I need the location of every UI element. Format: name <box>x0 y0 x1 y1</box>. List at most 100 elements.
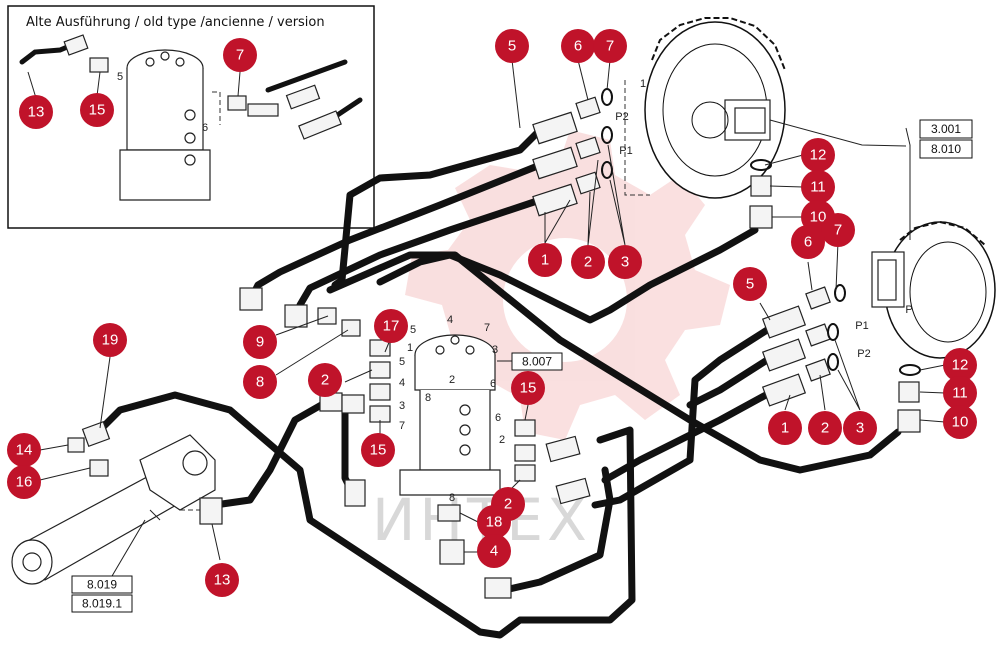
reference-boxes: 3.001 8.010 8.007 8.019 8.019.1 <box>71 119 973 613</box>
callout-badge-16: 16 <box>7 465 41 499</box>
callout-label: 11 <box>810 179 826 196</box>
callout-label: 12 <box>810 147 827 164</box>
svg-text:7: 7 <box>236 47 244 64</box>
swivel-side-port-6: 6 <box>495 412 501 424</box>
callout-label: 1 <box>781 420 789 437</box>
callout-circle <box>477 505 511 539</box>
inset-port-5: 5 <box>117 71 123 83</box>
ref-8-010: 8.010 <box>931 142 961 156</box>
callout-label: 19 <box>102 332 119 349</box>
inset-title: Alte Ausführung / old type /ancienne / v… <box>26 15 325 30</box>
callout-badge-1: 1 <box>768 411 802 445</box>
motor-right-port-p2: P2 <box>857 348 870 360</box>
callout-label: 5 <box>508 38 516 55</box>
rotary-swivel-joint: 5 4 7 1 3 2 8 6 5 4 3 7 6 2 8 <box>399 314 505 504</box>
callout-circle <box>361 433 395 467</box>
callout-circle <box>511 371 545 405</box>
inset-callout-7: 7 <box>223 38 257 97</box>
motor-top-port-p1: P1 <box>619 145 632 157</box>
motor-top-port-1: 1 <box>640 78 646 90</box>
callout-badge-4: 4 <box>477 534 511 568</box>
motor-right-port-p1: P1 <box>855 320 868 332</box>
callout-circle <box>243 325 277 359</box>
swivel-side-port-8: 8 <box>449 492 455 504</box>
callout-badge-11: 11 <box>801 170 835 204</box>
callout-circle <box>205 563 239 597</box>
inset-callout-15: 15 <box>80 71 114 127</box>
callout-circle <box>733 267 767 301</box>
callout-circle <box>843 411 877 445</box>
callout-badge-11: 11 <box>943 376 977 410</box>
swivel-top-port-4: 4 <box>447 314 453 326</box>
inset-callout-13: 13 <box>19 71 53 129</box>
inset-port-6: 6 <box>202 122 208 134</box>
callout-circle <box>768 411 802 445</box>
callout-badge-5: 5 <box>495 29 529 63</box>
callout-badge-2: 2 <box>571 245 605 279</box>
svg-text:13: 13 <box>28 104 45 121</box>
callout-label: 15 <box>520 380 537 397</box>
callout-label: 7 <box>606 38 614 55</box>
motor-right-port-p: P <box>905 304 912 316</box>
callout-badge-12: 12 <box>943 348 977 382</box>
callout-circle <box>374 309 408 343</box>
callout-badge-9: 9 <box>243 325 277 359</box>
callout-label: 3 <box>856 420 864 437</box>
callout-circle <box>561 29 595 63</box>
swivel-side-port-2: 2 <box>499 434 505 446</box>
callout-label: 4 <box>490 543 498 560</box>
drive-motor-upper: 1 P2 P1 <box>615 17 786 199</box>
callout-label: 11 <box>952 385 968 402</box>
callout-badge-7: 7 <box>821 213 855 247</box>
callout-label: 2 <box>821 420 829 437</box>
callout-circle <box>477 534 511 568</box>
motor-top-port-p2: P2 <box>615 111 628 123</box>
callout-label: 16 <box>16 474 33 491</box>
callout-circle <box>308 363 342 397</box>
callout-circle <box>7 465 41 499</box>
callout-label: 10 <box>952 414 969 431</box>
callout-label: 6 <box>804 234 812 251</box>
callout-badge-14: 14 <box>7 433 41 467</box>
swivel-side-port-7: 7 <box>399 420 405 432</box>
callout-label: 9 <box>256 334 264 351</box>
callout-badge-8: 8 <box>243 365 277 399</box>
callout-circle <box>7 433 41 467</box>
callout-circle <box>808 411 842 445</box>
callout-label: 12 <box>952 357 969 374</box>
ref-8-019-1: 8.019.1 <box>82 597 122 611</box>
callout-badge-12: 12 <box>801 138 835 172</box>
callout-circle <box>801 170 835 204</box>
callout-label: 2 <box>584 254 592 271</box>
callout-badge-1: 1 <box>528 243 562 277</box>
callout-circle <box>943 405 977 439</box>
swivel-top-port-1: 1 <box>407 342 413 354</box>
hydraulic-cylinder <box>11 434 216 585</box>
callout-label: 13 <box>214 572 231 589</box>
callout-circle <box>791 225 825 259</box>
swivel-top-port-2: 2 <box>449 374 455 386</box>
callout-circle <box>243 365 277 399</box>
callout-circle <box>571 245 605 279</box>
swivel-side-port-4: 4 <box>399 377 405 389</box>
fittings <box>67 88 921 599</box>
callout-label: 5 <box>746 276 754 293</box>
callout-label: 2 <box>504 496 512 513</box>
callout-circle <box>943 348 977 382</box>
callout-label: 14 <box>16 442 33 459</box>
callout-label: 2 <box>321 372 329 389</box>
callout-circle <box>528 243 562 277</box>
callout-badge-6: 6 <box>561 29 595 63</box>
swivel-top-port-5: 5 <box>410 324 416 336</box>
callout-badge-6: 6 <box>791 225 825 259</box>
callout-badge-18: 18 <box>477 505 511 539</box>
callout-label: 18 <box>486 514 503 531</box>
callout-label: 7 <box>834 222 842 239</box>
callout-label: 17 <box>383 318 400 335</box>
callout-circle <box>943 376 977 410</box>
drive-motor-lower: P P1 P2 <box>855 220 996 360</box>
callout-circle <box>801 138 835 172</box>
callout-circle <box>495 29 529 63</box>
callout-label: 3 <box>621 254 629 271</box>
